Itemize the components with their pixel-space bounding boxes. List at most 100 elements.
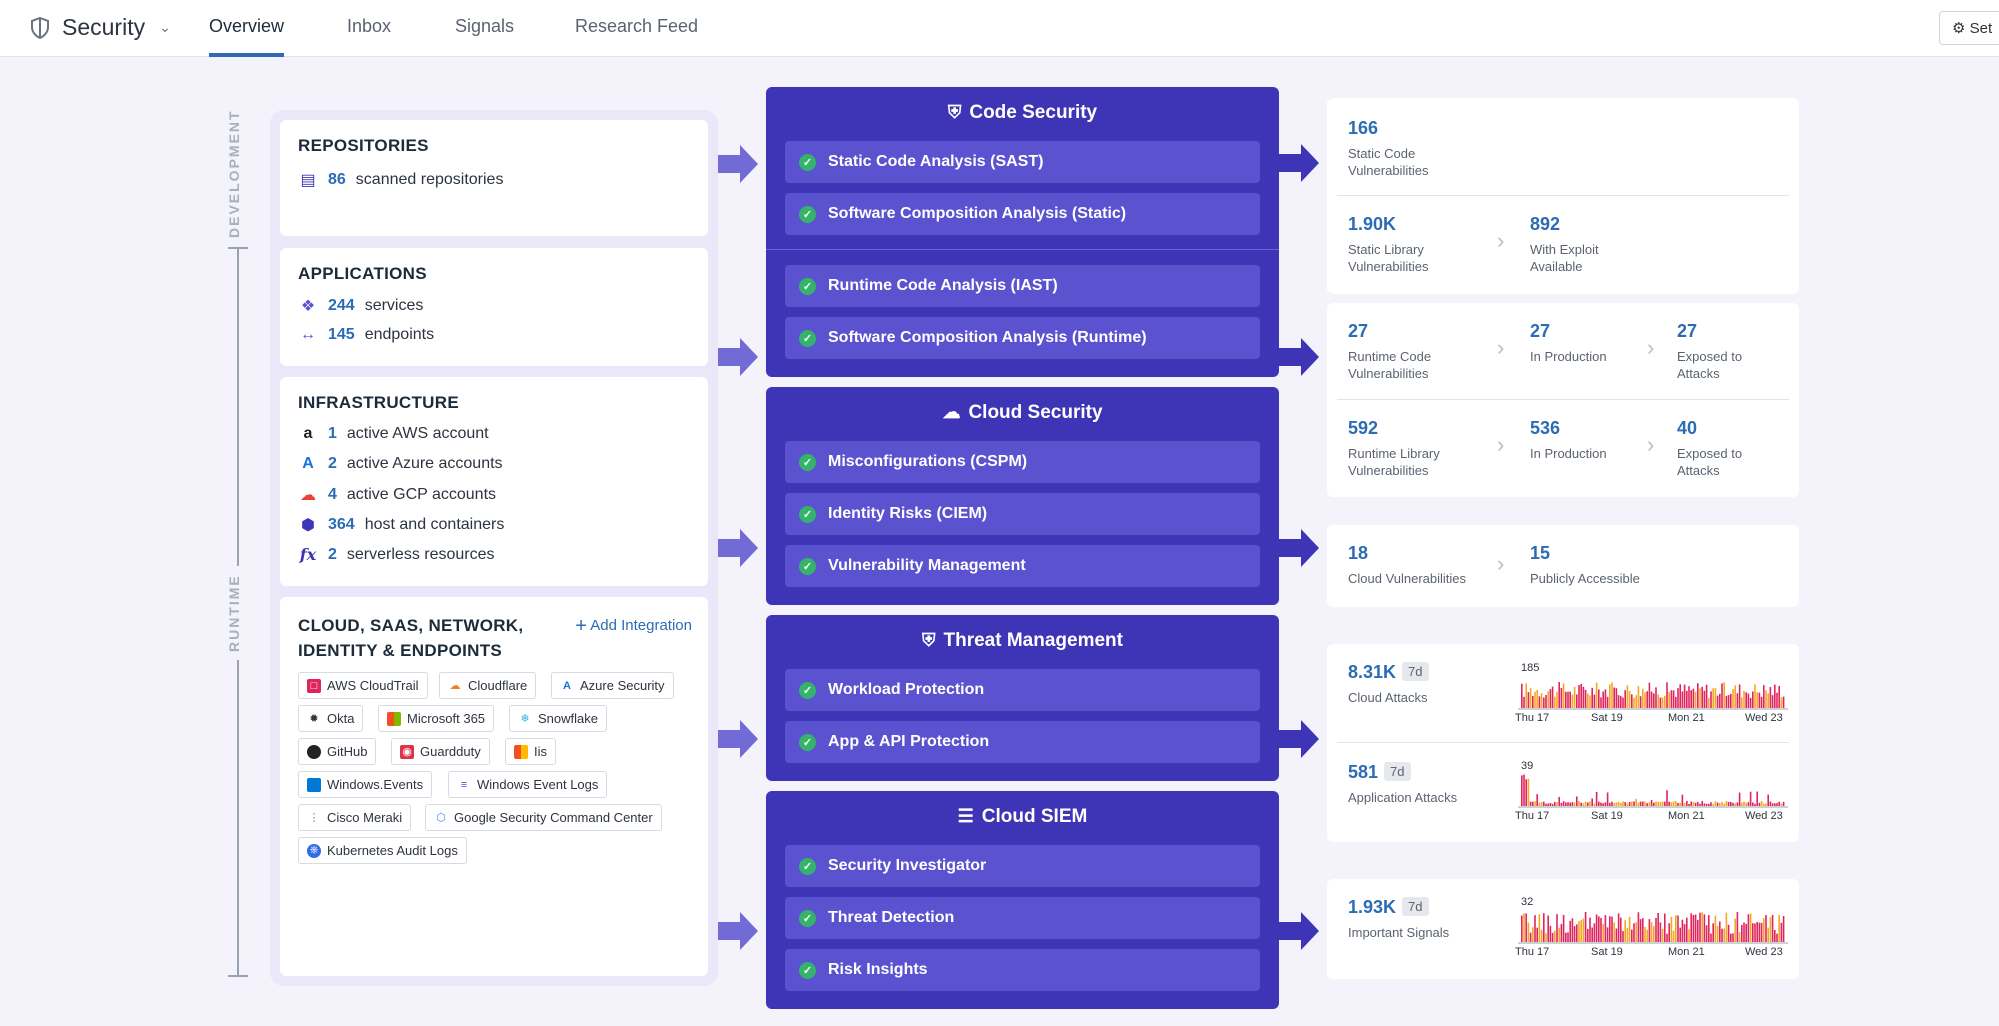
tab-research-feed[interactable]: Research Feed xyxy=(575,16,698,57)
metric[interactable]: 8.31K7dCloud Attacks xyxy=(1348,662,1429,706)
spark-bar xyxy=(1723,929,1725,942)
spark-bar xyxy=(1673,690,1675,708)
list-item[interactable]: A 2 active Azure accounts xyxy=(298,455,503,473)
metric[interactable]: 27Runtime Code Vulnerabilities xyxy=(1348,321,1458,382)
app-title: Security xyxy=(62,14,145,41)
spark-bar xyxy=(1679,928,1681,942)
list-item[interactable]: ❖ 244 services xyxy=(298,296,423,316)
integration-chip[interactable]: Microsoft 365 xyxy=(378,705,494,732)
signals-sparkline[interactable]: 32Thu 17Sat 19Mon 21Wed 23 xyxy=(1518,896,1788,958)
metric[interactable]: 27In Production xyxy=(1530,321,1607,365)
spark-bar xyxy=(1605,802,1607,806)
spark-bar xyxy=(1657,802,1659,806)
integration-chip[interactable]: □AWS CloudTrail xyxy=(298,672,428,699)
spark-bar xyxy=(1547,916,1549,942)
metric[interactable]: 5817dApplication Attacks xyxy=(1348,762,1457,806)
integration-chip[interactable]: ☁Cloudflare xyxy=(439,672,536,699)
feature-item[interactable]: ✓Vulnerability Management xyxy=(785,545,1260,587)
integration-chip[interactable]: Windows.Events xyxy=(298,771,432,798)
feature-item[interactable]: ✓Misconfigurations (CSPM) xyxy=(785,441,1260,483)
tab-inbox[interactable]: Inbox xyxy=(347,16,391,57)
spark-bar xyxy=(1704,914,1706,942)
feature-item[interactable]: ✓Software Composition Analysis (Runtime) xyxy=(785,317,1260,359)
feature-item[interactable]: ✓Runtime Code Analysis (IAST) xyxy=(785,265,1260,307)
metric[interactable]: 536In Production xyxy=(1530,418,1607,462)
integration-chip[interactable]: ❄Snowflake xyxy=(509,705,607,732)
integration-chip[interactable]: ⎈Kubernetes Audit Logs xyxy=(298,837,467,864)
feature-item[interactable]: ✓Risk Insights xyxy=(785,949,1260,991)
spark-bar xyxy=(1649,802,1651,806)
spark-bar xyxy=(1532,696,1534,708)
list-item[interactable]: ↔ 145 endpoints xyxy=(298,326,434,344)
app-attacks-sparkline[interactable]: 39Thu 17Sat 19Mon 21Wed 23 xyxy=(1518,760,1788,822)
metric[interactable]: 27Exposed to Attacks xyxy=(1677,321,1757,382)
spark-bar xyxy=(1662,802,1664,806)
integration-chip[interactable]: Iis xyxy=(505,738,556,765)
list-item[interactable]: ☁ 4 active GCP accounts xyxy=(298,485,496,505)
tab-overview[interactable]: Overview xyxy=(209,16,284,57)
spark-bar xyxy=(1563,684,1565,708)
spark-bar xyxy=(1668,802,1670,806)
spark-bar xyxy=(1734,686,1736,708)
spark-bar xyxy=(1536,794,1538,806)
feature-item[interactable]: ✓App & API Protection xyxy=(785,721,1260,763)
metric[interactable]: 1.90KStatic Library Vulnerabilities xyxy=(1348,214,1458,275)
integration-chip[interactable]: ≡Windows Event Logs xyxy=(448,771,607,798)
list-item[interactable]: a 1 active AWS account xyxy=(298,425,489,443)
metric[interactable]: 1.93K7dImportant Signals xyxy=(1348,897,1449,941)
spark-bar xyxy=(1686,801,1688,806)
feature-item[interactable]: ✓Software Composition Analysis (Static) xyxy=(785,193,1260,235)
cloud-attacks-sparkline[interactable]: 185Thu 17Sat 19Mon 21Wed 23 xyxy=(1518,662,1788,724)
metric[interactable]: 166Static Code Vulnerabilities xyxy=(1348,118,1458,179)
tab-signals[interactable]: Signals xyxy=(455,16,514,57)
metric[interactable]: 892With Exploit Available xyxy=(1530,214,1620,275)
feature-item[interactable]: ✓Identity Risks (CIEM) xyxy=(785,493,1260,535)
spark-bar xyxy=(1605,915,1607,942)
spark-bar xyxy=(1701,801,1703,806)
settings-button[interactable]: ⚙ Set xyxy=(1939,11,1999,45)
arrow-right-icon xyxy=(718,338,758,376)
feature-item[interactable]: ✓Workload Protection xyxy=(785,669,1260,711)
spark-bar xyxy=(1776,803,1778,806)
spark-bar xyxy=(1633,801,1635,806)
spark-bar xyxy=(1611,682,1613,708)
feature-item[interactable]: ✓Static Code Analysis (SAST) xyxy=(785,141,1260,183)
metric[interactable]: 15Publicly Accessible xyxy=(1530,543,1640,587)
integration-chip[interactable]: ✹Okta xyxy=(298,705,363,732)
integration-chip[interactable]: ⬡Google Security Command Center xyxy=(425,804,662,831)
integration-chip[interactable]: GitHub xyxy=(298,738,376,765)
arrow-right-icon xyxy=(718,145,758,183)
spark-bar xyxy=(1633,698,1635,708)
spark-bar xyxy=(1730,934,1732,942)
spark-bar xyxy=(1545,933,1547,942)
metric[interactable]: 592Runtime Library Vulnerabilities xyxy=(1348,418,1458,479)
divider xyxy=(1337,399,1789,400)
list-item[interactable]: ▤ 86 scanned repositories xyxy=(298,170,503,190)
list-item[interactable]: ⬢ 364 host and containers xyxy=(298,515,504,535)
spark-bar xyxy=(1706,804,1708,806)
services-icon: ❖ xyxy=(298,296,318,316)
gear-icon: ⚙ xyxy=(1952,20,1965,37)
integration-chip[interactable]: AAzure Security xyxy=(551,672,674,699)
spark-bar xyxy=(1646,803,1648,806)
spark-bar xyxy=(1521,775,1523,806)
spark-bar xyxy=(1767,693,1769,708)
integration-chip[interactable]: ◉Guardduty xyxy=(391,738,490,765)
list-item[interactable]: fx 2 serverless resources xyxy=(298,545,495,564)
spark-bar xyxy=(1737,693,1739,708)
spark-bar xyxy=(1778,686,1780,708)
spark-bar xyxy=(1609,684,1611,708)
spark-bar xyxy=(1631,694,1633,708)
metric[interactable]: 18Cloud Vulnerabilities xyxy=(1348,543,1466,587)
metric[interactable]: 40Exposed to Attacks xyxy=(1677,418,1757,479)
spark-bar xyxy=(1572,918,1574,942)
feature-item[interactable]: ✓Threat Detection xyxy=(785,897,1260,939)
feature-item[interactable]: ✓Security Investigator xyxy=(785,845,1260,887)
integration-chip[interactable]: ⋮Cisco Meraki xyxy=(298,804,411,831)
spark-bar xyxy=(1704,691,1706,708)
spark-bar xyxy=(1721,802,1723,806)
spark-bar xyxy=(1644,692,1646,708)
add-integration-button[interactable]: + Add Integration xyxy=(575,615,692,638)
app-switcher[interactable]: Security ⌄ xyxy=(28,14,171,41)
spark-bar xyxy=(1726,696,1728,708)
